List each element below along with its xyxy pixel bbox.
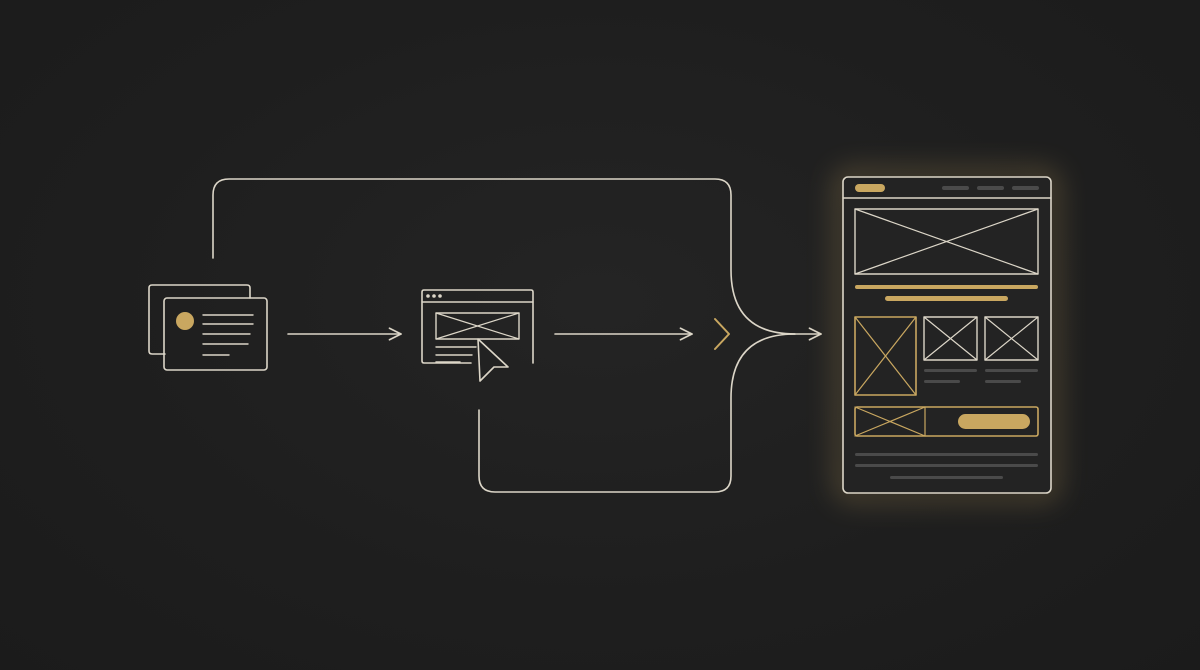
subheadline-bar xyxy=(885,296,1008,301)
merge-chevron-icon xyxy=(714,318,730,350)
cta-strip xyxy=(854,406,1039,437)
footer-line xyxy=(855,453,1038,456)
cta-button-pill xyxy=(958,414,1030,429)
thumbnail-placeholder xyxy=(984,316,1039,361)
avatar-dot xyxy=(176,312,194,330)
feature-image-placeholder xyxy=(854,316,917,396)
caption-bar xyxy=(985,380,1021,383)
hero-image-placeholder xyxy=(854,208,1039,275)
footer-line xyxy=(890,476,1003,479)
webpage-wireframe-icon xyxy=(836,170,1058,500)
thumbnail-placeholder xyxy=(923,316,978,361)
bottom-bypass-connector xyxy=(478,333,796,493)
caption-bar xyxy=(924,380,960,383)
profile-cards-icon xyxy=(148,284,268,371)
profile-card-front xyxy=(163,297,268,371)
nav-item xyxy=(1012,186,1039,190)
headline-bar xyxy=(855,285,1038,289)
top-bypass-connector xyxy=(212,178,796,335)
image-placeholder-icon xyxy=(435,312,520,340)
cursor-arrow-icon xyxy=(477,338,509,382)
caption-bar xyxy=(985,369,1038,372)
nav-item xyxy=(977,186,1004,190)
nav-item xyxy=(942,186,969,190)
caption-bar xyxy=(924,369,977,372)
browser-wireframe-with-cursor-icon xyxy=(421,289,534,382)
logo-pill xyxy=(855,184,885,192)
footer-line xyxy=(855,464,1038,467)
